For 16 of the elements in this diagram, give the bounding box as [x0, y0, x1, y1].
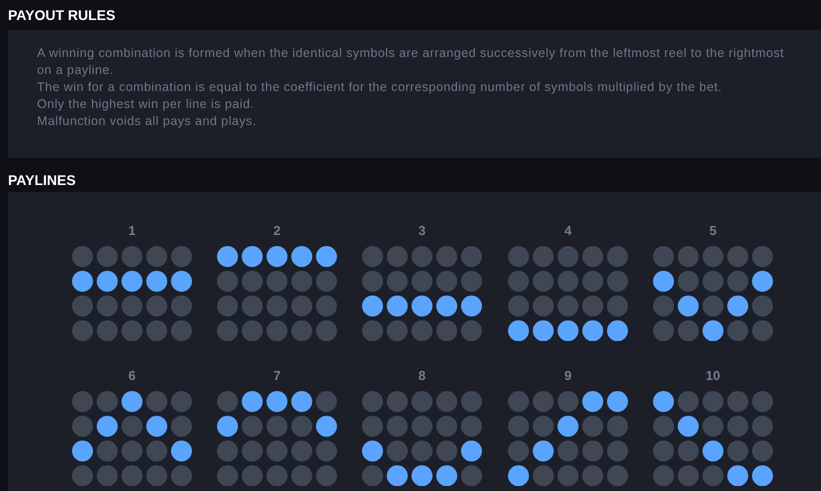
rule-text: The win for a combination is equal to the coefficient for the corresponding number of symbols multiplied by the bet. — [37, 79, 723, 96]
payline-number: 2 — [273, 222, 281, 240]
payline-number: 3 — [418, 222, 426, 240]
payline-number: 10 — [706, 367, 720, 385]
payline-number: 7 — [273, 367, 281, 385]
payline-number: 1 — [128, 222, 136, 240]
rule-text: Malfunction voids all pays and plays. — [37, 113, 258, 130]
payline-number: 9 — [564, 367, 572, 385]
payline-number: 4 — [564, 222, 572, 240]
payline-number: 5 — [709, 222, 717, 240]
section-heading: PAYLINES — [8, 171, 76, 189]
rule-text: Only the highest win per line is paid. — [37, 96, 256, 113]
rule-text: A winning combination is formed when the identical symbols are arranged successively from the leftmost reel to the rightmost on a payline. — [37, 45, 786, 79]
section-heading: PAYOUT RULES — [8, 6, 116, 24]
payline-number: 6 — [128, 367, 136, 385]
payline-number: 8 — [418, 367, 426, 385]
